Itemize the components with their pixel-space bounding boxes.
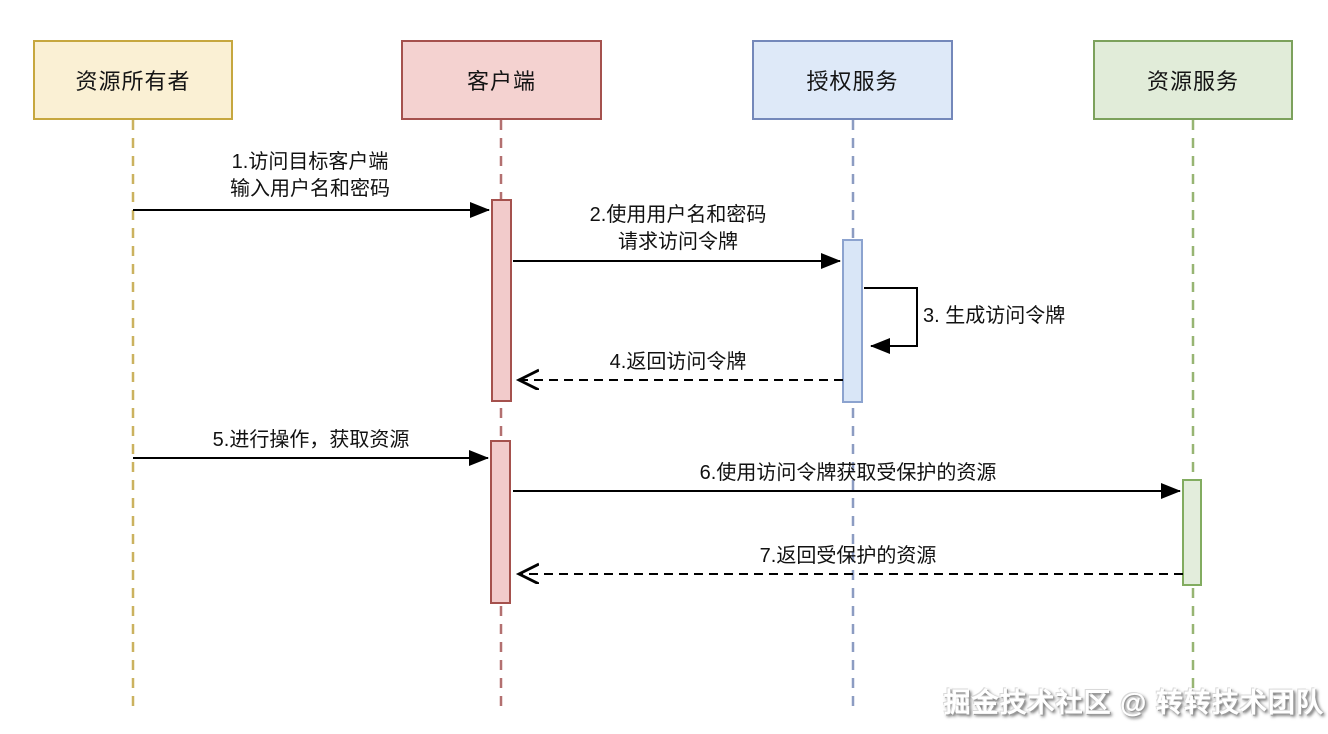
- participant-auth-service: 授权服务: [752, 40, 953, 120]
- message-6-line-1: 6.使用访问令牌获取受保护的资源: [699, 462, 997, 484]
- participant-resource-service: 资源服务: [1093, 40, 1293, 120]
- message-5-line-1: 5.进行操作，获取资源: [212, 429, 410, 451]
- activation-bar-auth: [842, 239, 863, 403]
- message-5-label: 5.进行操作，获取资源: [136, 427, 486, 454]
- participant-resource-owner-label: 资源所有者: [75, 69, 191, 94]
- message-4-label: 4.返回访问令牌: [503, 349, 853, 376]
- message-2-label: 2.使用用户名和密码 请求访问令牌: [503, 202, 853, 256]
- message-4-line-1: 4.返回访问令牌: [609, 351, 747, 373]
- activation-bar-client-2: [490, 440, 511, 604]
- message-7-line-1: 7.返回受保护的资源: [759, 545, 937, 567]
- activation-bar-client-1: [491, 199, 512, 402]
- participant-client-label: 客户端: [466, 69, 536, 94]
- message-1-label: 1.访问目标客户端 输入用户名和密码: [135, 149, 485, 203]
- message-1-line-2: 输入用户名和密码: [230, 178, 390, 200]
- message-2-line-1: 2.使用用户名和密码: [589, 204, 767, 226]
- message-3-line-1: 3. 生成访问令牌: [923, 305, 1066, 327]
- watermark-text: 掘金技术社区 @ 转转技术团队: [943, 688, 1324, 718]
- message-3-label: 3. 生成访问令牌: [923, 303, 1065, 330]
- participant-auth-service-label: 授权服务: [806, 69, 899, 94]
- participant-resource-owner: 资源所有者: [33, 40, 233, 120]
- message-2-line-2: 请求访问令牌: [618, 231, 738, 253]
- participant-client: 客户端: [401, 40, 602, 120]
- message-7-label: 7.返回受保护的资源: [648, 543, 1048, 570]
- participant-resource-service-label: 资源服务: [1146, 69, 1239, 94]
- activation-bar-resource: [1182, 479, 1202, 586]
- arrow-msg3-self-loop: [864, 287, 918, 354]
- message-1-line-1: 1.访问目标客户端: [231, 151, 389, 173]
- message-6-label: 6.使用访问令牌获取受保护的资源: [648, 460, 1048, 487]
